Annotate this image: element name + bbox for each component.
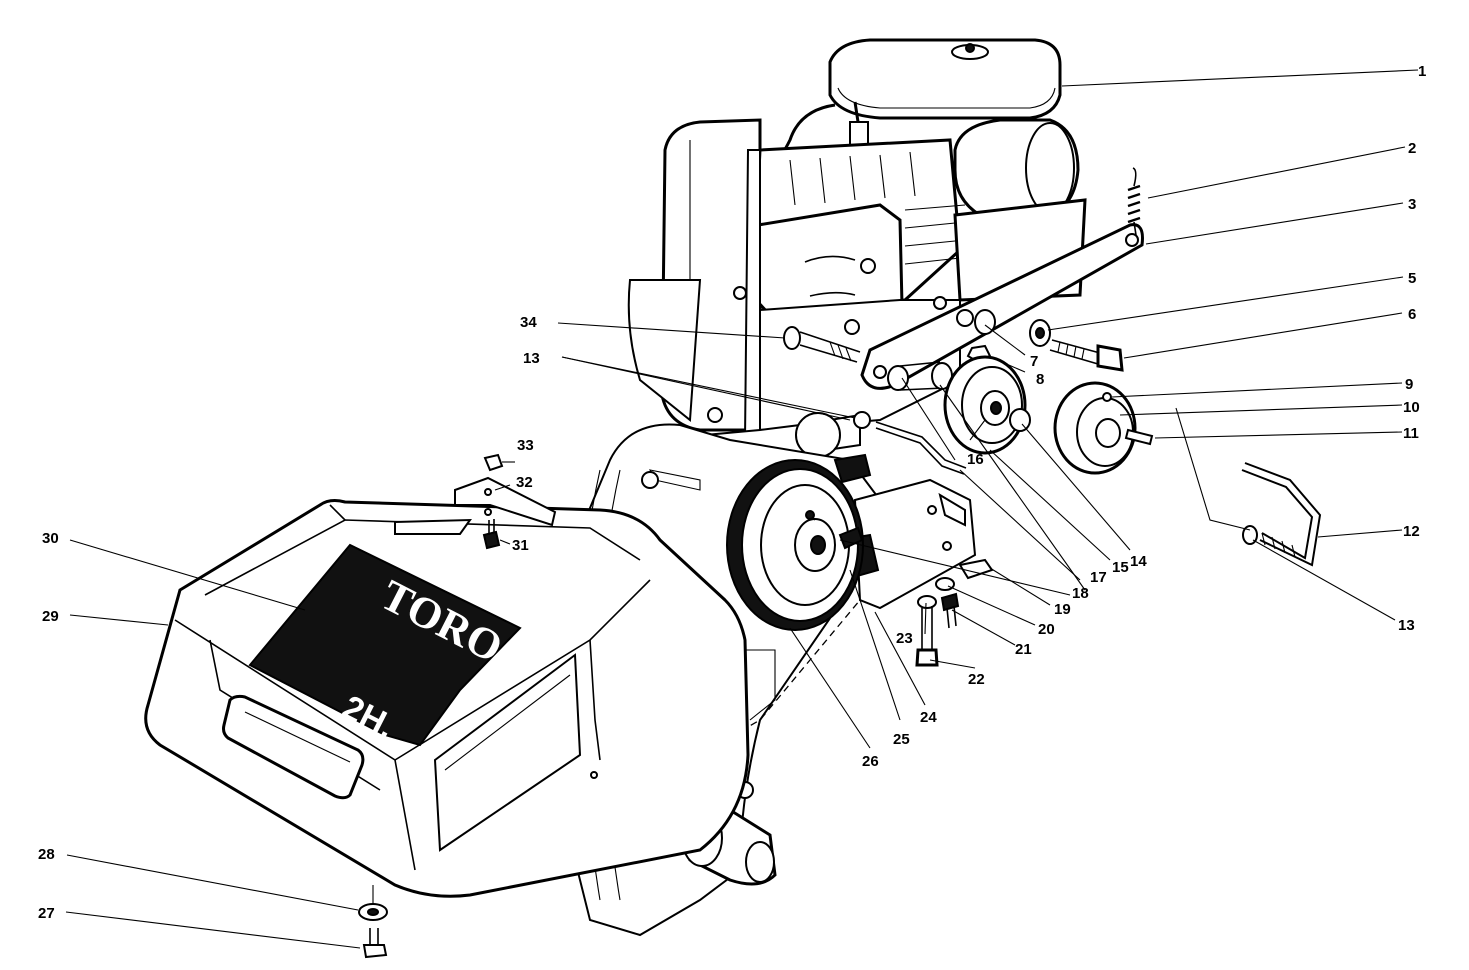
callout-29: 29 bbox=[42, 608, 59, 625]
callout-21: 21 bbox=[1015, 641, 1032, 658]
callout-19: 19 bbox=[1054, 601, 1071, 618]
nut-13-upper bbox=[853, 411, 871, 429]
belt-cover-29 bbox=[144, 499, 750, 898]
callout-14: 14 bbox=[1130, 553, 1147, 570]
callout-10: 10 bbox=[1403, 399, 1420, 416]
nut-14 bbox=[1009, 408, 1031, 432]
callout-3: 3 bbox=[1408, 196, 1416, 213]
callout-17: 17 bbox=[1090, 569, 1107, 586]
callout-33: 33 bbox=[517, 437, 534, 454]
engine-assembly bbox=[627, 38, 1087, 462]
callout-7: 7 bbox=[1030, 353, 1038, 370]
callout-8: 8 bbox=[1036, 371, 1044, 388]
transmission-pulley-26 bbox=[726, 459, 864, 631]
idler-pulley-15 bbox=[943, 355, 1027, 455]
callout-6: 6 bbox=[1408, 306, 1416, 323]
control-rod-17 bbox=[875, 421, 967, 475]
engine-pulley-10 bbox=[1053, 381, 1137, 475]
callout-26: 26 bbox=[862, 753, 879, 770]
callout-13-upper: 13 bbox=[523, 350, 540, 367]
callout-15: 15 bbox=[1112, 559, 1129, 576]
callout-27: 27 bbox=[38, 905, 55, 922]
belt-guide-bracket-24 bbox=[853, 478, 977, 610]
callout-22: 22 bbox=[968, 671, 985, 688]
callout-2: 2 bbox=[1408, 140, 1416, 157]
cover-bracket-32 bbox=[454, 476, 557, 527]
cylinder-guard bbox=[754, 203, 904, 317]
screw-27 bbox=[362, 928, 388, 959]
setscrew-9 bbox=[1102, 392, 1112, 402]
washer-7 bbox=[974, 309, 996, 335]
callout-12: 12 bbox=[1403, 523, 1420, 540]
callout-25: 25 bbox=[893, 731, 910, 748]
control-lever-12 bbox=[1241, 462, 1322, 567]
callout-32: 32 bbox=[516, 474, 533, 491]
callout-20: 20 bbox=[1038, 621, 1055, 638]
washer-20 bbox=[935, 577, 955, 591]
callout-31: 31 bbox=[512, 537, 529, 554]
callout-13-lower: 13 bbox=[1398, 617, 1415, 634]
callout-16: 16 bbox=[967, 451, 984, 468]
callout-1: 1 bbox=[1418, 63, 1426, 80]
air-filter-cover bbox=[828, 38, 1062, 120]
callout-18: 18 bbox=[1072, 585, 1089, 602]
belt-guide-19 bbox=[958, 558, 994, 580]
washer-23 bbox=[917, 595, 937, 609]
callout-28: 28 bbox=[38, 846, 55, 863]
nut-33 bbox=[483, 453, 504, 472]
callout-numbers: 1 2 3 5 6 7 8 9 10 11 12 13 13 14 15 16 … bbox=[38, 63, 1426, 922]
bolt-6 bbox=[1049, 339, 1124, 372]
bolt-22 bbox=[915, 606, 939, 667]
screw-21 bbox=[940, 592, 960, 629]
callout-5: 5 bbox=[1408, 270, 1416, 287]
extension-spring bbox=[1127, 167, 1141, 236]
leader-lines bbox=[65, 69, 1419, 949]
callout-34: 34 bbox=[520, 314, 537, 331]
screw-31 bbox=[482, 519, 501, 550]
idler-arm bbox=[860, 223, 1144, 390]
callout-11: 11 bbox=[1403, 425, 1419, 442]
decal-panel bbox=[248, 543, 522, 747]
callout-9: 9 bbox=[1405, 376, 1413, 393]
callout-30: 30 bbox=[42, 530, 59, 547]
key-11 bbox=[1124, 428, 1154, 446]
key-18 bbox=[838, 526, 864, 550]
callout-24: 24 bbox=[920, 709, 937, 726]
callout-23: 23 bbox=[896, 630, 913, 647]
bolt-34 bbox=[783, 326, 861, 363]
